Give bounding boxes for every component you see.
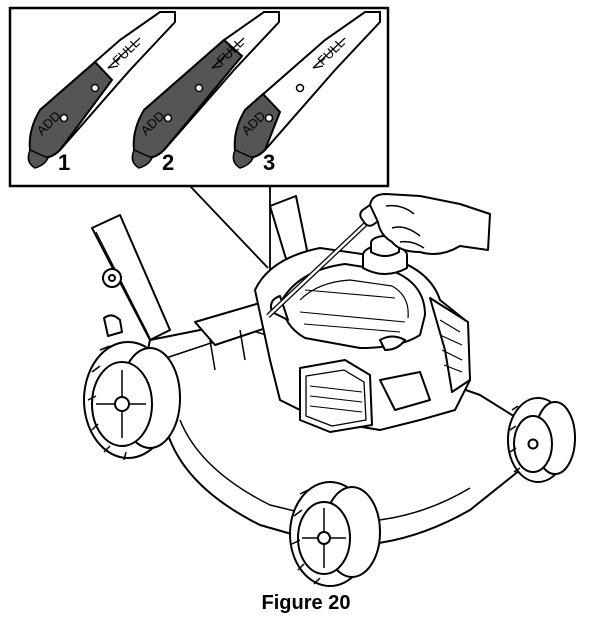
front-right-wheel [507, 397, 576, 483]
lawn-mower [83, 193, 576, 587]
hand-illustration [369, 193, 491, 255]
dipstick-inset: ADD FULL 1 ADD FULL 2 ADD FU [8, 6, 390, 188]
front-left-wheel [289, 481, 381, 587]
figure-caption: Figure 20 [261, 592, 351, 614]
mower-engine [254, 235, 471, 433]
dipstick-panel-2: ADD FULL 2 [131, 11, 280, 175]
panel-number-1: 1 [58, 150, 70, 175]
panel-number-2: 2 [162, 150, 174, 175]
rear-left-wheel [83, 341, 181, 461]
dipstick-panel-3: ADD FULL 3 [232, 11, 381, 175]
panel-number-3: 3 [263, 150, 275, 175]
